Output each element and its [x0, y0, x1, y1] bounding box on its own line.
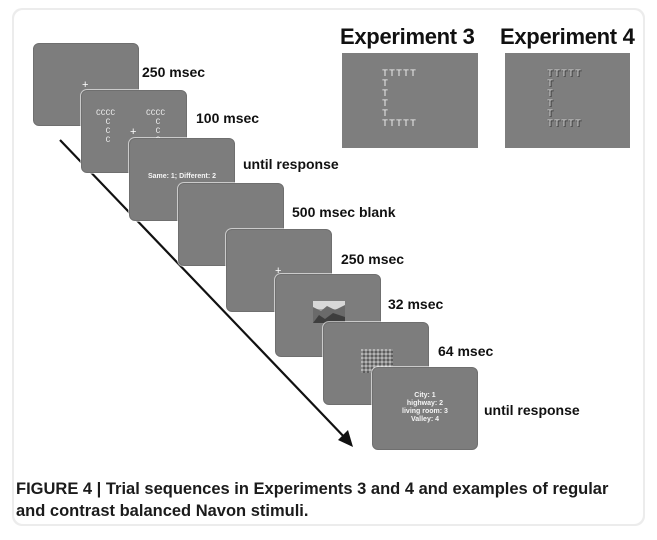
- option-city: City: 1: [414, 392, 436, 399]
- response-prompt: Same: 1; Different: 2: [147, 173, 217, 180]
- navon-left: CCCC C C C: [96, 109, 116, 145]
- duration-label-6: 32 msec: [388, 296, 444, 312]
- duration-label-5: 250 msec: [341, 251, 405, 267]
- fixation-cross: +: [130, 126, 137, 138]
- experiment-3-header: Experiment 3: [340, 24, 475, 49]
- option-living-room: living room: 3: [402, 408, 448, 415]
- scene-image: [313, 301, 345, 323]
- screen-categorization: City: 1 highway: 2 living room: 3 Valley…: [372, 367, 478, 450]
- experiment-3-stimulus: TTTTT T T T T TTTTT: [342, 53, 478, 148]
- duration-label-8: until response: [484, 402, 580, 418]
- duration-label-7: 64 msec: [438, 343, 494, 359]
- fixation-cross: +: [82, 79, 89, 91]
- response-options: City: 1 highway: 2 living room: 3 Valley…: [373, 392, 477, 424]
- duration-label-2: 100 msec: [196, 110, 260, 126]
- option-highway: highway: 2: [406, 400, 444, 407]
- experiment-4-header: Experiment 4: [500, 24, 635, 49]
- duration-label-3: until response: [243, 156, 339, 172]
- navon-contrast-balanced: TTTTT T T T T TTTTT: [547, 69, 583, 130]
- duration-label-4: 500 msec blank: [292, 204, 396, 220]
- fixation-cross: +: [275, 265, 282, 277]
- experiment-4-stimulus: TTTTT T T T T TTTTT: [505, 53, 630, 148]
- navon-regular: TTTTT T T T T TTTTT: [382, 69, 418, 130]
- duration-label-1: 250 msec: [142, 64, 206, 80]
- option-valley: Valley: 4: [410, 416, 440, 423]
- figure-caption: FIGURE 4 | Trial sequences in Experiment…: [16, 480, 609, 520]
